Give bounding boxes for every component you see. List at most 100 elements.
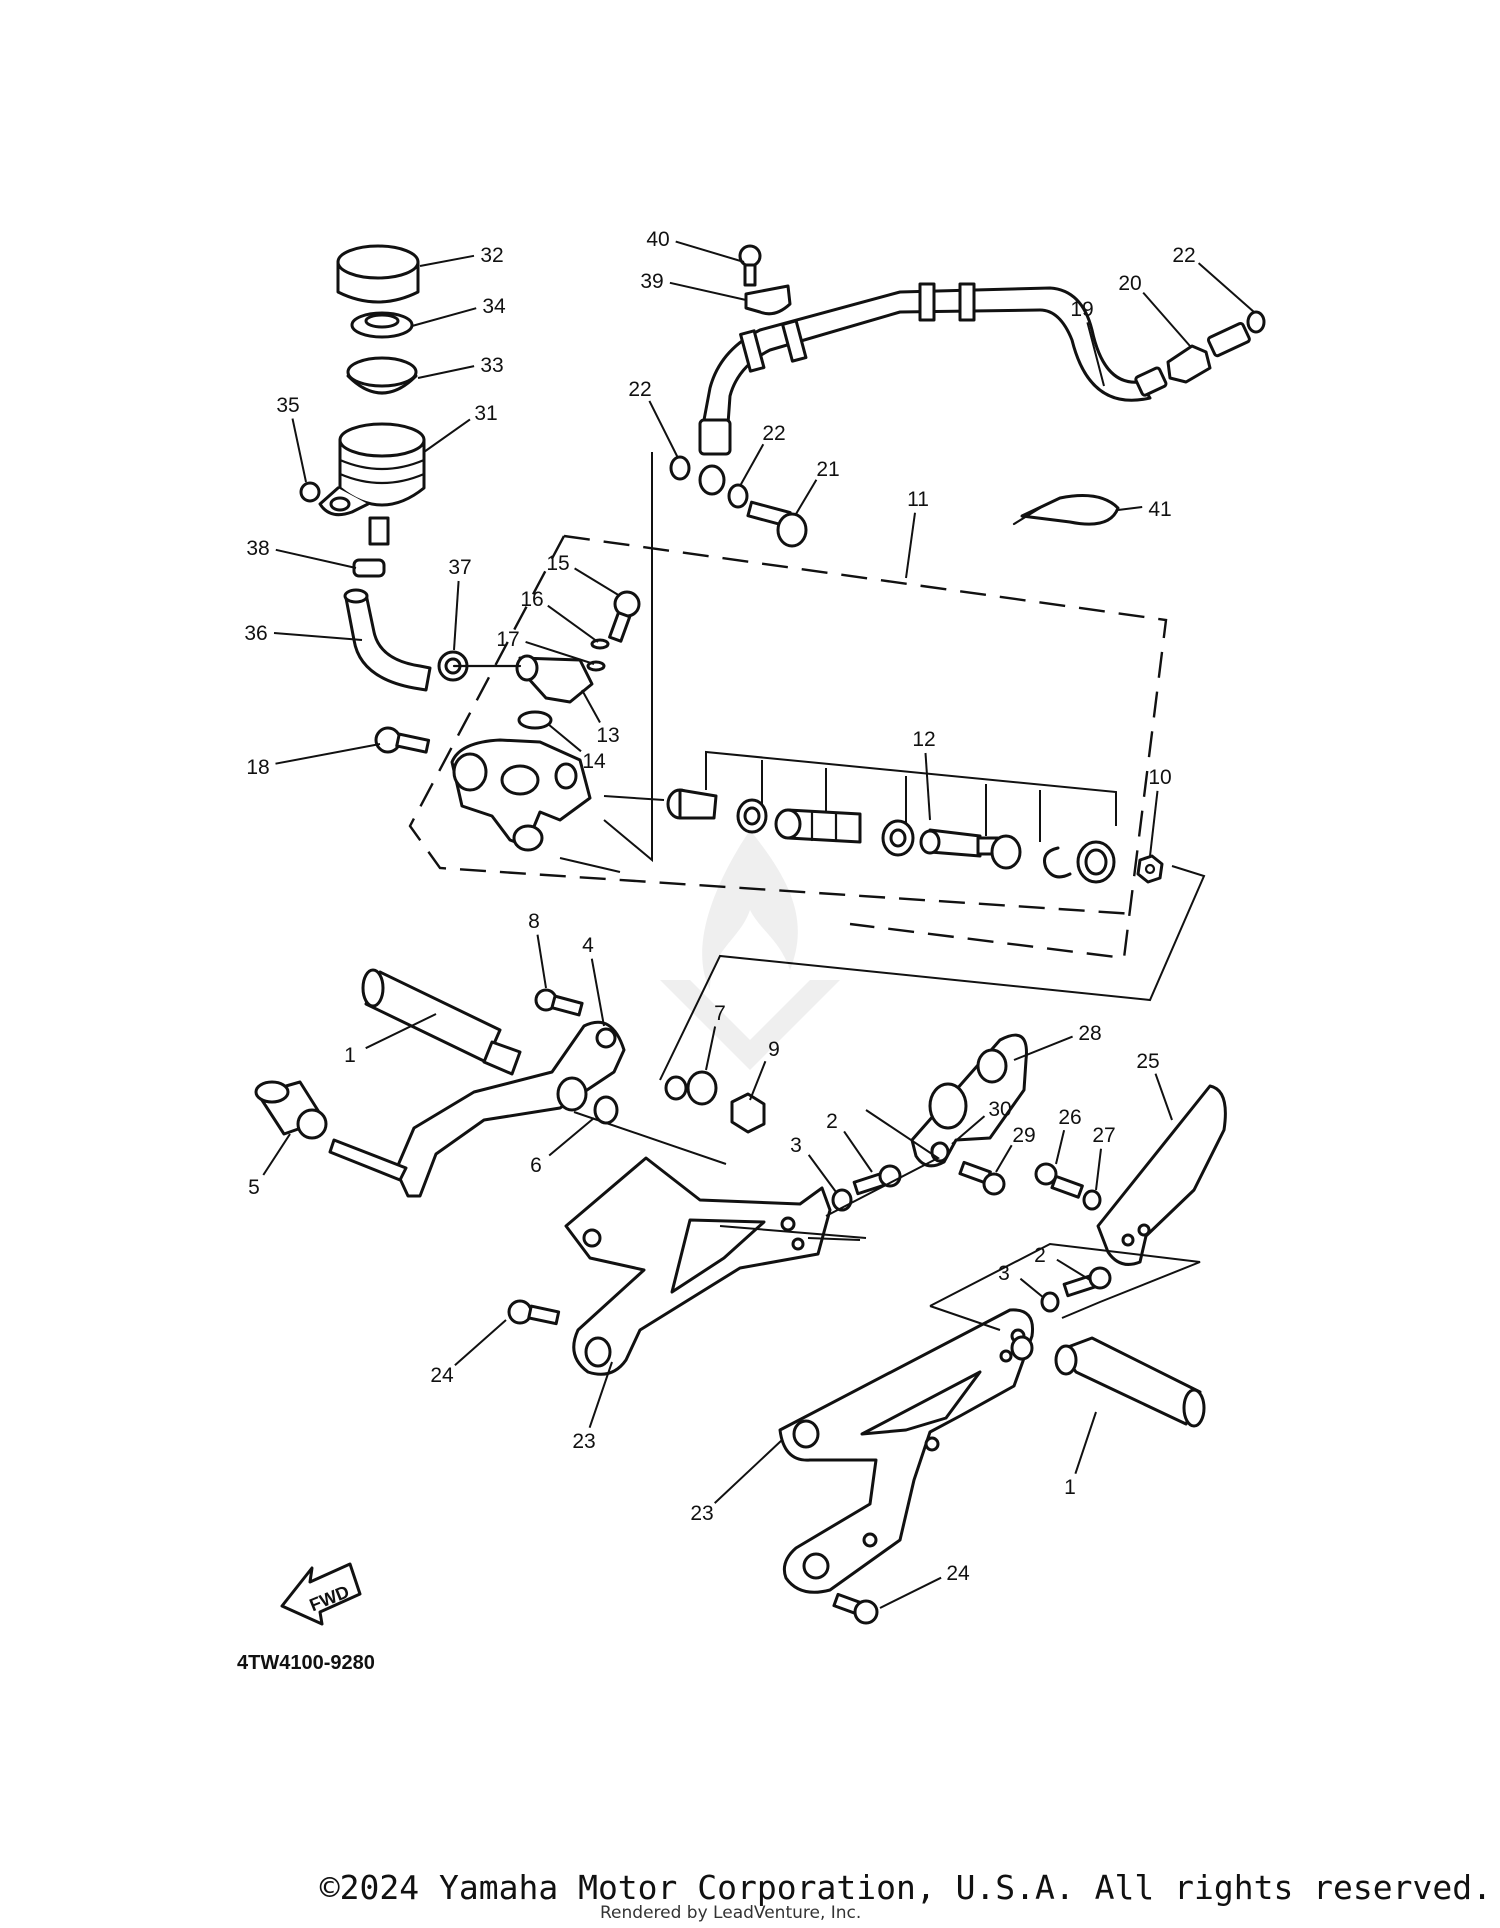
banjo-fitting[interactable] <box>698 464 726 496</box>
callout-c5[interactable]: 5 <box>248 1176 260 1199</box>
callout-c26[interactable]: 26 <box>1058 1106 1081 1129</box>
washer-30[interactable] <box>930 1141 950 1163</box>
callout-c27[interactable]: 27 <box>1092 1124 1115 1147</box>
callout-c19[interactable]: 19 <box>1070 298 1093 321</box>
push-rod[interactable] <box>919 828 1000 858</box>
footpeg-rubber-1-left[interactable] <box>361 968 522 1076</box>
gasket-22-hose-end[interactable] <box>1246 310 1266 334</box>
callout-c37[interactable]: 37 <box>448 556 471 579</box>
callout-c8[interactable]: 8 <box>528 910 540 933</box>
callout-c4[interactable]: 4 <box>582 934 594 957</box>
callout-c17[interactable]: 17 <box>496 628 519 651</box>
callout-c28[interactable]: 28 <box>1078 1022 1101 1045</box>
footrest-bracket-23-right[interactable] <box>778 1308 1035 1594</box>
union-bolt-15[interactable] <box>608 590 641 643</box>
bolt-24-right[interactable] <box>832 1592 879 1625</box>
cable-tie-41[interactable] <box>1012 494 1120 526</box>
bushing-7[interactable] <box>664 1070 718 1106</box>
bolt-26[interactable] <box>1034 1162 1084 1199</box>
callout-c25[interactable]: 25 <box>1136 1050 1159 1073</box>
callout-c40[interactable]: 40 <box>646 228 669 251</box>
callout-c32[interactable]: 32 <box>480 244 503 267</box>
hose-clamp-39[interactable] <box>744 284 792 316</box>
o-ring-14[interactable] <box>517 710 553 730</box>
callout-c30[interactable]: 30 <box>988 1098 1011 1121</box>
callout-c23b[interactable]: 23 <box>690 1502 713 1525</box>
callout-c34[interactable]: 34 <box>482 295 506 318</box>
callout-c33[interactable]: 33 <box>480 354 503 377</box>
callout-c21[interactable]: 21 <box>816 458 839 481</box>
brake-pedal-4[interactable] <box>394 1020 626 1198</box>
seal-cup-b[interactable] <box>881 819 915 857</box>
callout-c20[interactable]: 20 <box>1118 272 1141 295</box>
collar-35[interactable] <box>299 481 321 503</box>
callout-c24b[interactable]: 24 <box>946 1562 970 1585</box>
bolt-8[interactable] <box>534 988 584 1017</box>
callout-c38[interactable]: 38 <box>246 537 269 560</box>
nut-9[interactable] <box>730 1092 766 1134</box>
gasket-16[interactable] <box>590 638 610 650</box>
callout-c23a[interactable]: 23 <box>572 1430 595 1453</box>
callout-c12[interactable]: 12 <box>912 728 935 751</box>
callout-c36[interactable]: 36 <box>244 622 267 645</box>
hose-joint-13[interactable] <box>452 654 594 704</box>
diaphragm-33[interactable] <box>346 356 418 395</box>
bolt-2-right[interactable] <box>1062 1266 1112 1298</box>
washer-3-right[interactable] <box>1040 1291 1060 1313</box>
callout-c18[interactable]: 18 <box>246 756 269 779</box>
reservoir-cap-32[interactable] <box>336 244 420 304</box>
callout-c15[interactable]: 15 <box>546 552 569 575</box>
gasket-22-left[interactable] <box>669 455 691 481</box>
reservoir-tank-31[interactable] <box>318 422 426 546</box>
callout-c29[interactable]: 29 <box>1012 1124 1035 1147</box>
callout-c1a[interactable]: 1 <box>344 1044 356 1067</box>
reservoir-hose-36[interactable] <box>343 588 432 692</box>
bolt-18[interactable] <box>374 726 431 754</box>
brake-hose-19[interactable] <box>698 282 1168 456</box>
callout-c24a[interactable]: 24 <box>430 1364 454 1387</box>
callout-c39[interactable]: 39 <box>640 270 663 293</box>
bolt-29[interactable] <box>958 1160 1006 1196</box>
callout-c22b[interactable]: 22 <box>762 422 785 445</box>
gasket-22-right[interactable] <box>727 483 749 509</box>
callout-c1b[interactable]: 1 <box>1064 1476 1076 1499</box>
washer-27[interactable] <box>1082 1189 1102 1211</box>
footrest-bracket-23-left[interactable] <box>564 1156 832 1376</box>
bolt-24-left[interactable] <box>507 1299 561 1326</box>
callout-c14[interactable]: 14 <box>582 750 606 773</box>
callout-c3b[interactable]: 3 <box>998 1262 1010 1285</box>
circlip[interactable] <box>1043 846 1072 879</box>
callout-c9[interactable]: 9 <box>768 1038 780 1061</box>
callout-c10[interactable]: 10 <box>1148 766 1171 789</box>
callout-c13[interactable]: 13 <box>596 724 619 747</box>
heel-guard-25[interactable] <box>1096 1084 1227 1266</box>
diaphragm-plate-34[interactable] <box>350 311 414 339</box>
union-bolt-fitting-20[interactable] <box>1166 321 1251 384</box>
callout-c2a[interactable]: 2 <box>826 1110 838 1133</box>
callout-c2b[interactable]: 2 <box>1034 1244 1046 1267</box>
seal-cup-a[interactable] <box>736 798 768 834</box>
leader-line-c28 <box>1013 1035 1073 1061</box>
callout-c35[interactable]: 35 <box>276 394 299 417</box>
callout-c41[interactable]: 41 <box>1148 498 1171 521</box>
callout-c7[interactable]: 7 <box>714 1002 726 1025</box>
footpeg-rubber-1-right[interactable] <box>1010 1335 1206 1428</box>
push-rod-boot[interactable] <box>666 788 718 820</box>
callout-c16[interactable]: 16 <box>520 588 543 611</box>
footpeg-5[interactable] <box>254 1080 408 1182</box>
master-cylinder-body[interactable] <box>450 738 592 852</box>
bolt-40[interactable] <box>738 244 762 287</box>
washer-6[interactable] <box>593 1095 619 1125</box>
washer-ring[interactable] <box>990 834 1022 870</box>
callout-c31[interactable]: 31 <box>474 402 497 425</box>
union-bolt-21[interactable] <box>746 500 808 548</box>
callout-c3a[interactable]: 3 <box>790 1134 802 1157</box>
dust-boot[interactable] <box>1076 840 1116 884</box>
callout-c6[interactable]: 6 <box>530 1154 542 1177</box>
callout-c22a[interactable]: 22 <box>628 378 651 401</box>
nut-10[interactable] <box>1136 854 1164 884</box>
callout-c22c[interactable]: 22 <box>1172 244 1195 267</box>
callout-c11[interactable]: 11 <box>907 488 929 511</box>
piston[interactable] <box>774 808 862 844</box>
clip-38[interactable] <box>352 558 386 578</box>
